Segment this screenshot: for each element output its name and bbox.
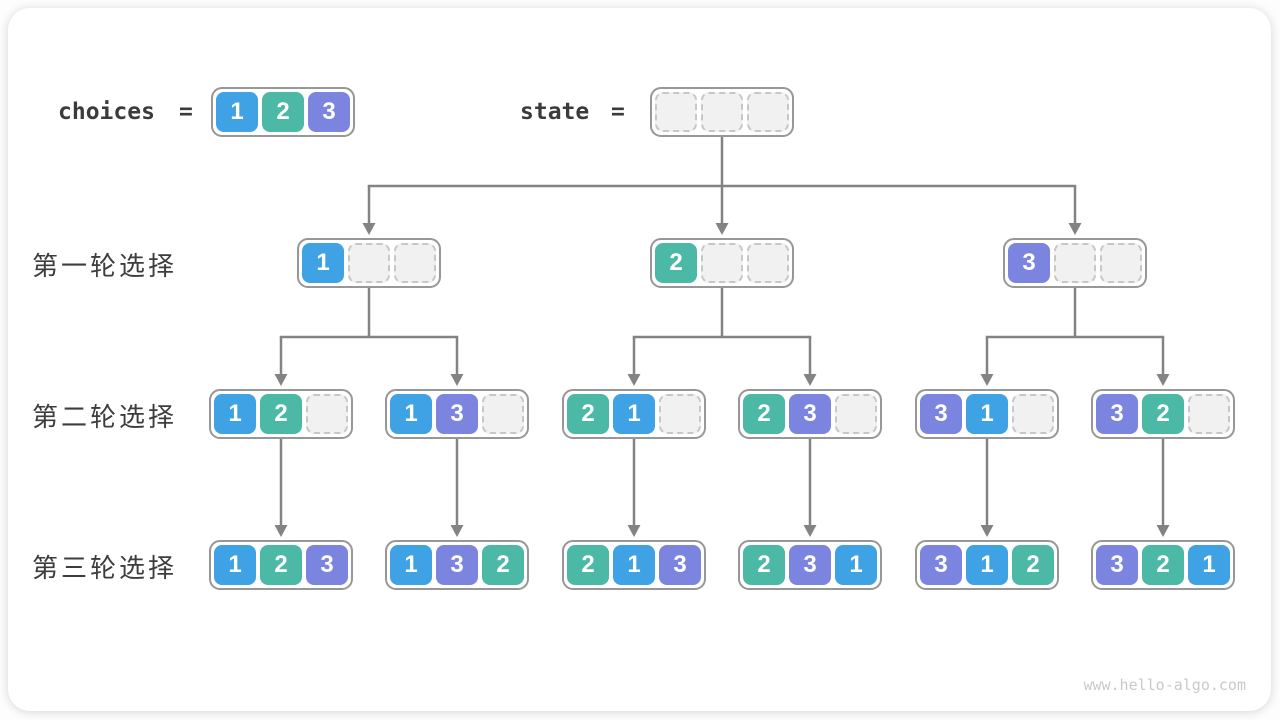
cell-3: 3 [789, 545, 831, 585]
cell-empty [701, 243, 743, 283]
cell-2: 2 [743, 545, 785, 585]
cell-3: 3 [308, 92, 350, 132]
cell-empty [835, 394, 877, 434]
cell-1: 1 [216, 92, 258, 132]
cell-3: 3 [436, 545, 478, 585]
row-label-round-3: 第三轮选择 [32, 554, 178, 584]
cell-1: 1 [214, 394, 256, 434]
state-equals-sign: = [611, 99, 625, 125]
cell-2: 2 [1142, 545, 1184, 585]
cell-empty [1054, 243, 1096, 283]
cell-2: 2 [743, 394, 785, 434]
cell-empty [306, 394, 348, 434]
cell-empty [348, 243, 390, 283]
cell-empty [1012, 394, 1054, 434]
cell-1: 1 [835, 545, 877, 585]
cell-empty [482, 394, 524, 434]
cell-1: 1 [966, 394, 1008, 434]
row-label-round-1: 第一轮选择 [32, 252, 178, 282]
cell-1: 1 [613, 545, 655, 585]
choices-label: choices [58, 99, 155, 125]
cell-2: 2 [567, 394, 609, 434]
cell-empty [659, 394, 701, 434]
cell-empty [747, 243, 789, 283]
cell-1: 1 [1188, 545, 1230, 585]
cell-3: 3 [920, 545, 962, 585]
cell-1: 1 [390, 394, 432, 434]
choices-equals-sign: = [179, 99, 193, 125]
cell-empty [701, 92, 743, 132]
cell-1: 1 [613, 394, 655, 434]
cell-3: 3 [1096, 545, 1138, 585]
cell-empty [655, 92, 697, 132]
cell-3: 3 [789, 394, 831, 434]
cell-2: 2 [260, 545, 302, 585]
cell-1: 1 [302, 243, 344, 283]
state-label: state [520, 99, 590, 125]
cell-empty [1100, 243, 1142, 283]
cell-1: 1 [214, 545, 256, 585]
state-node-2: 2 [650, 238, 794, 288]
row-label-round-2: 第二轮选择 [32, 403, 178, 433]
cell-2: 2 [655, 243, 697, 283]
state-array [650, 87, 794, 137]
cell-3: 3 [306, 545, 348, 585]
cell-empty [747, 92, 789, 132]
cell-empty [1188, 394, 1230, 434]
state-node-3: 3 [1003, 238, 1147, 288]
cell-2: 2 [1142, 394, 1184, 434]
watermark-text: www.hello-algo.com [1083, 676, 1246, 694]
cell-1: 1 [966, 545, 1008, 585]
cell-3: 3 [1096, 394, 1138, 434]
cell-1: 1 [390, 545, 432, 585]
cell-2: 2 [482, 545, 524, 585]
cell-3: 3 [659, 545, 701, 585]
cell-2: 2 [567, 545, 609, 585]
cell-2: 2 [1012, 545, 1054, 585]
cell-2: 2 [262, 92, 304, 132]
cell-empty [394, 243, 436, 283]
state-node-1: 1 [297, 238, 441, 288]
cell-2: 2 [260, 394, 302, 434]
cell-3: 3 [436, 394, 478, 434]
cell-3: 3 [920, 394, 962, 434]
cell-3: 3 [1008, 243, 1050, 283]
